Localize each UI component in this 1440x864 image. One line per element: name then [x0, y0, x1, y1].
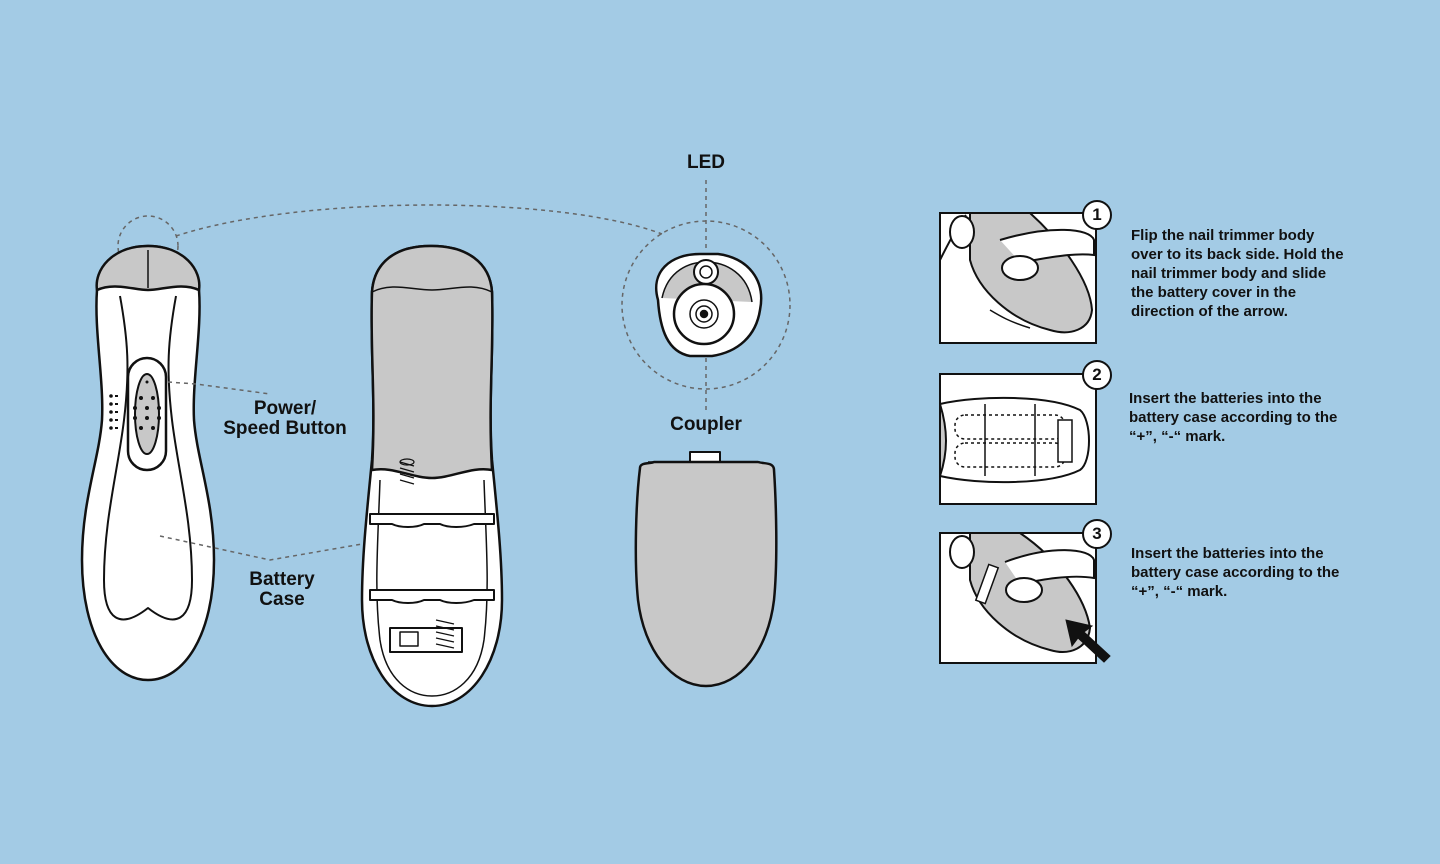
- power-speed-label: Power/ Speed Button: [210, 399, 360, 439]
- step-2-text: Insert the batteries into the battery ca…: [1129, 390, 1338, 445]
- led-zoom-view: [655, 252, 763, 358]
- step-3-image: [939, 532, 1111, 664]
- open-body-upper-gray: [370, 244, 494, 480]
- step-1-text: Flip the nail trimmer body over to its b…: [1131, 227, 1344, 320]
- step-2-badge: 2: [1082, 360, 1112, 390]
- led-zoom-connector: [117, 180, 791, 410]
- battery-case-label: Battery Case: [232, 570, 332, 610]
- power-label-line1: Power/: [253, 398, 317, 419]
- spring-bottom: [435, 619, 455, 649]
- battery-slot-dividers: [369, 513, 495, 604]
- led-light: [693, 259, 719, 285]
- trimmer-open-view: [360, 244, 504, 708]
- led-label: LED: [687, 152, 725, 173]
- battery-cover-view: [634, 451, 778, 688]
- trimmer-front-view: [80, 244, 216, 682]
- step-3-badge: 3: [1082, 519, 1112, 549]
- step-2-image: [939, 373, 1097, 505]
- battery-label-line1: Battery: [249, 569, 315, 590]
- button-dots: [133, 380, 161, 430]
- slide-arrow-icon: [1065, 619, 1111, 663]
- step-1-badge: 1: [1082, 200, 1112, 230]
- power-label-line2: Speed Button: [223, 418, 347, 439]
- speed-indicator-marks: [109, 394, 118, 430]
- step-1-image: [939, 212, 1097, 344]
- step-3-text: Insert the batteries into the battery ca…: [1131, 545, 1340, 600]
- battery-label-line2: Case: [259, 589, 305, 610]
- spring-top: [399, 458, 415, 485]
- coupler-label: Coupler: [670, 414, 742, 435]
- label-leader-lines: [159, 381, 409, 561]
